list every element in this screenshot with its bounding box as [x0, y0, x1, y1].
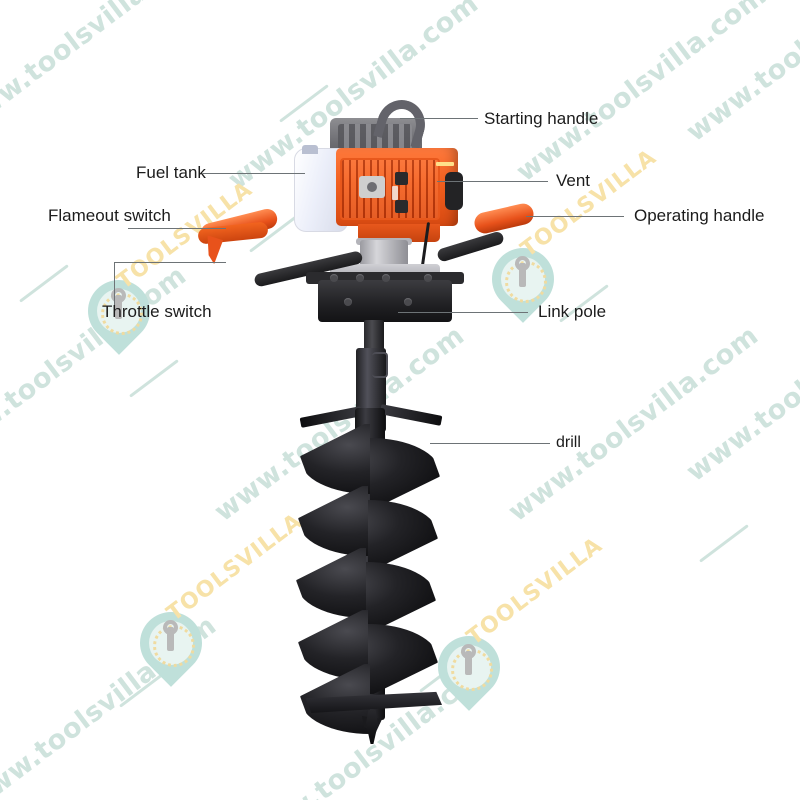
callout-label-fuel-tank: Fuel tank [136, 163, 206, 182]
fuel-cap [302, 145, 318, 154]
callout-label-vent: Vent [556, 171, 591, 190]
leader-vent [437, 181, 548, 182]
gearbox-bolt [356, 274, 364, 282]
leader-throttle-switch-horizontal [114, 262, 226, 263]
auger-top-fin-right [379, 404, 443, 426]
callout-label-operating-handle: Operating handle [634, 206, 765, 225]
engine-slot-upper [395, 172, 408, 185]
engine-strip [392, 186, 398, 200]
vent-part [445, 172, 463, 210]
link-pole-upper [364, 320, 384, 356]
auger-top-fin-left [299, 406, 363, 428]
callout-label-flameout-switch: Flameout switch [48, 206, 171, 225]
callout-label-starting-handle: Starting handle [484, 109, 599, 128]
leader-drill [430, 443, 550, 444]
gearbox-bolt [344, 298, 352, 306]
gearbox-bolt [382, 274, 390, 282]
gearbox-bolt [404, 298, 412, 306]
engine-base [358, 224, 440, 242]
engine-slot-lower [395, 200, 408, 213]
engine-plate-bolt [367, 182, 377, 192]
leader-starting-handle [400, 118, 478, 119]
leader-fuel-tank [203, 173, 305, 174]
callout-label-link-pole: Link pole [538, 302, 607, 321]
gearbox-bolt [424, 274, 432, 282]
engine-cover-grille [340, 158, 440, 220]
engine-cooling-fins [338, 124, 412, 150]
locking-pin-clip [372, 352, 388, 378]
leader-link-pole [398, 312, 528, 313]
gearbox-bolt [330, 274, 338, 282]
handle-bar-right [436, 230, 505, 263]
callout-label-drill: drill [556, 434, 581, 451]
leader-operating-handle [526, 216, 624, 217]
gearbox-body [318, 280, 452, 322]
leader-flameout-switch [128, 228, 226, 229]
operating-handle-part [472, 201, 536, 236]
auger-point-tip [366, 710, 378, 744]
engine-decal [436, 162, 454, 166]
callout-label-throttle-switch: Throttle switch [102, 302, 212, 321]
